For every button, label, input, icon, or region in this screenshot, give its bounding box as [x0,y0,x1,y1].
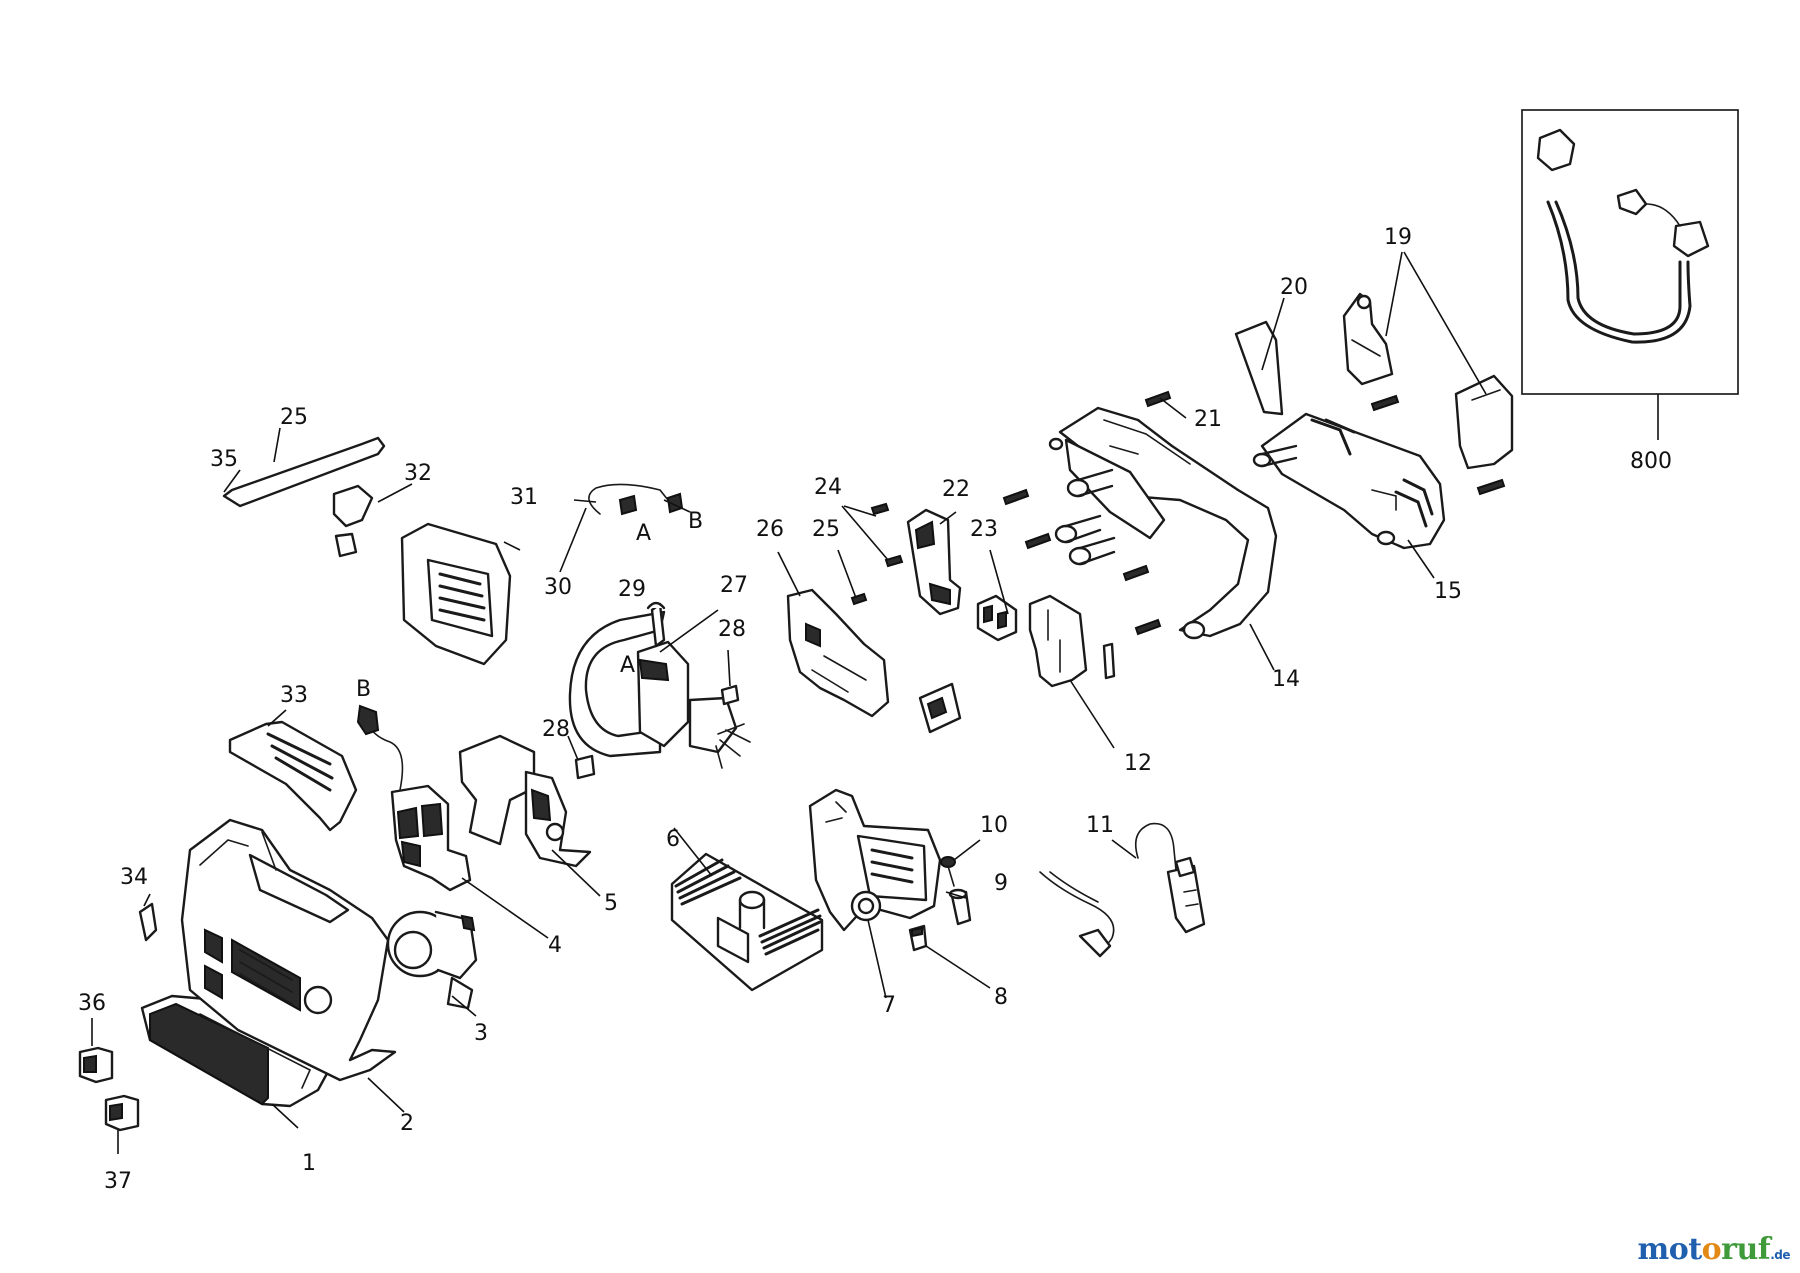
part-5-bracket [458,734,592,868]
watermark-part2: o [1701,1232,1722,1267]
label-28-right: 28 [718,617,746,642]
label-25-center: 25 [812,517,840,542]
label-8: 8 [994,985,1008,1010]
watermark-part1: mot [1637,1232,1703,1267]
watermark-logo: motoruf.de [1637,1232,1791,1267]
label-14: 14 [1272,667,1300,692]
part-31-filter-cover [400,522,512,666]
part-22-switch-housing [906,508,962,616]
label-6: 6 [666,827,680,852]
label-9: 9 [994,871,1008,896]
label-4: 4 [548,933,562,958]
label-1: 1 [302,1151,316,1176]
label-25-left: 25 [280,405,308,430]
part-20-sticker [1234,320,1284,416]
part-14-top-frame [1048,406,1278,640]
part-27-compressor [568,601,751,769]
marker-a-hose: A [636,521,651,546]
label-33: 33 [280,683,308,708]
part-19-clip [1342,292,1394,386]
part-9-adapter [948,888,972,926]
marker-b-hose: B [688,509,703,534]
label-12: 12 [1124,751,1152,776]
part-4-control-panel [356,704,472,892]
label-27: 27 [720,573,748,598]
label-20: 20 [1280,275,1308,300]
part-33-top-cover [228,720,358,832]
part-12-side-bracket [1028,594,1116,688]
label-10: 10 [980,813,1008,838]
circuit-board [918,682,962,734]
label-22: 22 [942,477,970,502]
label-29: 29 [618,577,646,602]
label-36: 36 [78,991,106,1016]
label-34: 34 [120,865,148,890]
label-37: 37 [104,1169,132,1194]
label-11: 11 [1086,813,1114,838]
label-32: 32 [404,461,432,486]
label-7: 7 [882,993,896,1018]
part-21-screws [1002,390,1506,636]
label-30: 30 [544,575,572,600]
marker-a-compressor: A [620,653,635,678]
label-2: 2 [400,1111,414,1136]
label-35: 35 [210,447,238,472]
part-3-fan-assembly [386,910,478,1010]
part-35-strap [222,436,386,508]
label-3: 3 [474,1021,488,1046]
part-6-heatsink [670,852,824,992]
part-29-30-hose [588,483,684,516]
part-1-bottom-cover [140,994,332,1108]
part-15-storage-tray [1252,412,1446,550]
label-31: 31 [510,485,538,510]
label-23: 23 [970,517,998,542]
label-21: 21 [1194,407,1222,432]
label-28-left: 28 [542,717,570,742]
watermark-tld: .de [1770,1248,1790,1262]
part-7-motor-housing [808,788,942,932]
label-15: 15 [1434,579,1462,604]
part-34-sliver [138,902,158,942]
part-23-terminal-block [976,594,1018,642]
part-11-car-plug-cable [1039,822,1206,958]
part-28-bushing-b [720,684,740,706]
part-2-main-housing [180,818,397,1082]
marker-b-cable: B [356,677,371,702]
part-36-switch [78,1046,114,1084]
part-800-hose-kit-box [1521,109,1739,395]
part-37-switch [104,1094,140,1132]
label-19: 19 [1384,225,1412,250]
part-19-end-cap [1454,374,1514,470]
leader-lines [91,251,1659,1154]
part-26-inner-frame [786,588,890,718]
part-labels: 1 2 3 4 5 6 7 8 9 10 11 12 14 15 19 20 2… [78,225,1672,1194]
part-8-nozzle [908,924,928,952]
part-24-screws [850,502,904,606]
part-32-plug [332,484,374,558]
part-28-bushing-a [574,754,596,780]
label-800: 800 [1630,449,1672,474]
label-26: 26 [756,517,784,542]
label-24: 24 [814,475,842,500]
part-10-valve [940,856,956,887]
watermark-part3: ruf [1721,1232,1771,1267]
label-5: 5 [604,891,618,916]
